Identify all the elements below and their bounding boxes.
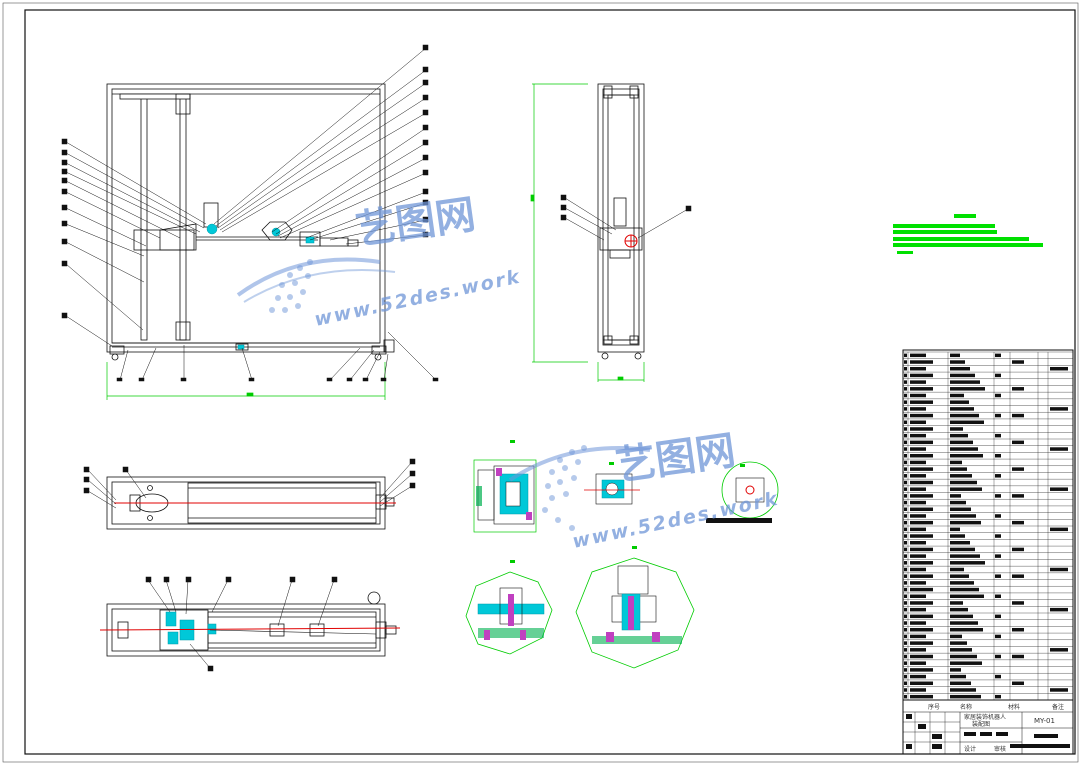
top-view-lower-centerline (99, 627, 401, 631)
drawing-name-line2: 装配图 (972, 720, 990, 728)
top-view-upper-leaders (83, 458, 416, 509)
top-view-lower-leaders (145, 576, 338, 672)
technical-requirements (893, 214, 1043, 254)
front-view-leaders (61, 44, 439, 382)
title-block: 序号 名称 材料 备注 家居装饰机器人 装配图 MY-01 设计 审核 (902, 699, 1074, 755)
drawing-code: MY-01 (1034, 717, 1055, 725)
side-view-dimensions (530, 83, 645, 382)
detail-view-b (584, 462, 640, 505)
sheet-inner-border (24, 9, 1076, 755)
bom-header-name: 名称 (960, 703, 972, 711)
detail-view-a (473, 440, 537, 533)
side-view-red-part (624, 234, 638, 248)
side-view-leaders (560, 194, 692, 241)
bom-header-remark: 备注 (1052, 703, 1064, 711)
front-view (106, 83, 395, 361)
bom-header-material: 材料 (1008, 703, 1020, 711)
bill-of-materials (902, 349, 1074, 755)
detail-view-c (706, 461, 779, 523)
detail-view-e (575, 546, 695, 669)
checker-label: 审核 (994, 745, 1006, 753)
bom-header-index: 序号 (928, 703, 940, 711)
side-view (597, 83, 645, 360)
top-view-lower-cable (209, 629, 377, 635)
drawing-name-line1: 家居装饰机器人 (964, 713, 1006, 721)
detail-view-d (465, 560, 553, 655)
designer-label: 设计 (964, 745, 976, 753)
